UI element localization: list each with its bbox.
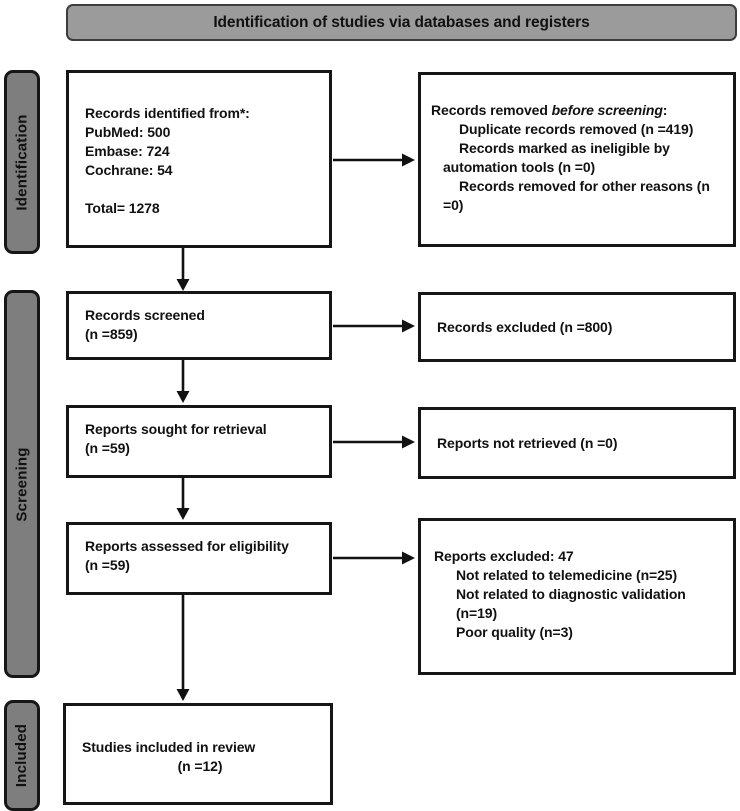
arrow-identified-to-screened-icon	[176, 248, 190, 291]
box-reports-excluded: Reports excluded: 47 Not related to tele…	[418, 518, 736, 675]
stage-label-screening: Screening	[4, 290, 40, 678]
text-line: Records removed before screening:	[431, 101, 725, 120]
text-line: Reports not retrieved (n =0)	[437, 434, 618, 451]
list-item: Duplicate records removed (n =419)	[459, 121, 694, 137]
box-records-excluded: Records excluded (n =800)	[418, 292, 736, 362]
stage-label-included-text: Included	[13, 723, 31, 788]
box-reports-assessed: Reports assessed for eligibility (n =59)	[66, 522, 332, 595]
list-item: Records removed for other reasons (n =0)	[443, 178, 710, 213]
arrow-identified-to-removed-icon	[333, 153, 415, 167]
text-line: Reports sought for retrieval	[85, 421, 267, 437]
banner-title: Identification of studies via databases …	[213, 13, 590, 31]
box-records-identified: Records identified from*: PubMed: 500 Em…	[66, 70, 332, 248]
text-line: Reports assessed for eligibility	[85, 538, 289, 554]
text-line: Studies included in review	[82, 739, 256, 755]
text-line: Cochrane: 54	[85, 162, 173, 178]
text-line: Reports excluded: 47	[434, 548, 574, 564]
list-item: Poor quality (n=3)	[456, 624, 573, 640]
title-suffix: :	[662, 102, 668, 118]
box-reports-sought: Reports sought for retrieval (n =59)	[66, 405, 332, 478]
list-item: Not related to diagnostic validation (n=…	[456, 586, 686, 621]
text-line: Embase: 724	[85, 143, 170, 159]
list-item: Not related to telemedicine (n=25)	[456, 567, 678, 583]
title-prefix: Records removed	[431, 102, 552, 118]
stage-label-screening-text: Screening	[13, 446, 31, 522]
text-line: (n =59)	[85, 440, 130, 456]
box-records-screened: Records screened (n =859)	[66, 291, 332, 360]
arrow-screened-to-excluded-icon	[333, 319, 415, 333]
text-line: Records identified from*:	[85, 105, 250, 121]
text-line: (n =859)	[85, 326, 138, 342]
list-item: Records marked as ineligible by automati…	[443, 140, 670, 175]
stage-label-included: Included	[4, 700, 40, 811]
arrow-assessed-to-excluded-icon	[333, 551, 415, 565]
title-italic: before screening	[551, 102, 663, 118]
blank-line	[85, 180, 317, 199]
box-records-removed: Records removed before screening: Duplic…	[418, 72, 736, 247]
arrow-sought-to-not-retrieved-icon	[333, 435, 415, 449]
arrow-screened-to-sought-icon	[176, 360, 190, 403]
arrow-sought-to-assessed-icon	[176, 478, 190, 520]
text-line: Records excluded (n =800)	[437, 318, 613, 335]
text-line: Records screened	[85, 307, 205, 323]
text-line: PubMed: 500	[85, 124, 171, 140]
box-reports-not-retrieved: Reports not retrieved (n =0)	[418, 407, 736, 479]
text-line: (n =12)	[177, 758, 223, 774]
text-line: Total= 1278	[85, 200, 160, 216]
text-line: (n =59)	[85, 557, 130, 573]
box-studies-included: Studies included in review (n =12)	[63, 703, 333, 805]
stage-label-identification: Identification	[4, 70, 40, 254]
banner: Identification of studies via databases …	[66, 4, 737, 41]
stage-label-identification-text: Identification	[13, 113, 31, 211]
arrow-assessed-to-included-icon	[176, 595, 190, 701]
